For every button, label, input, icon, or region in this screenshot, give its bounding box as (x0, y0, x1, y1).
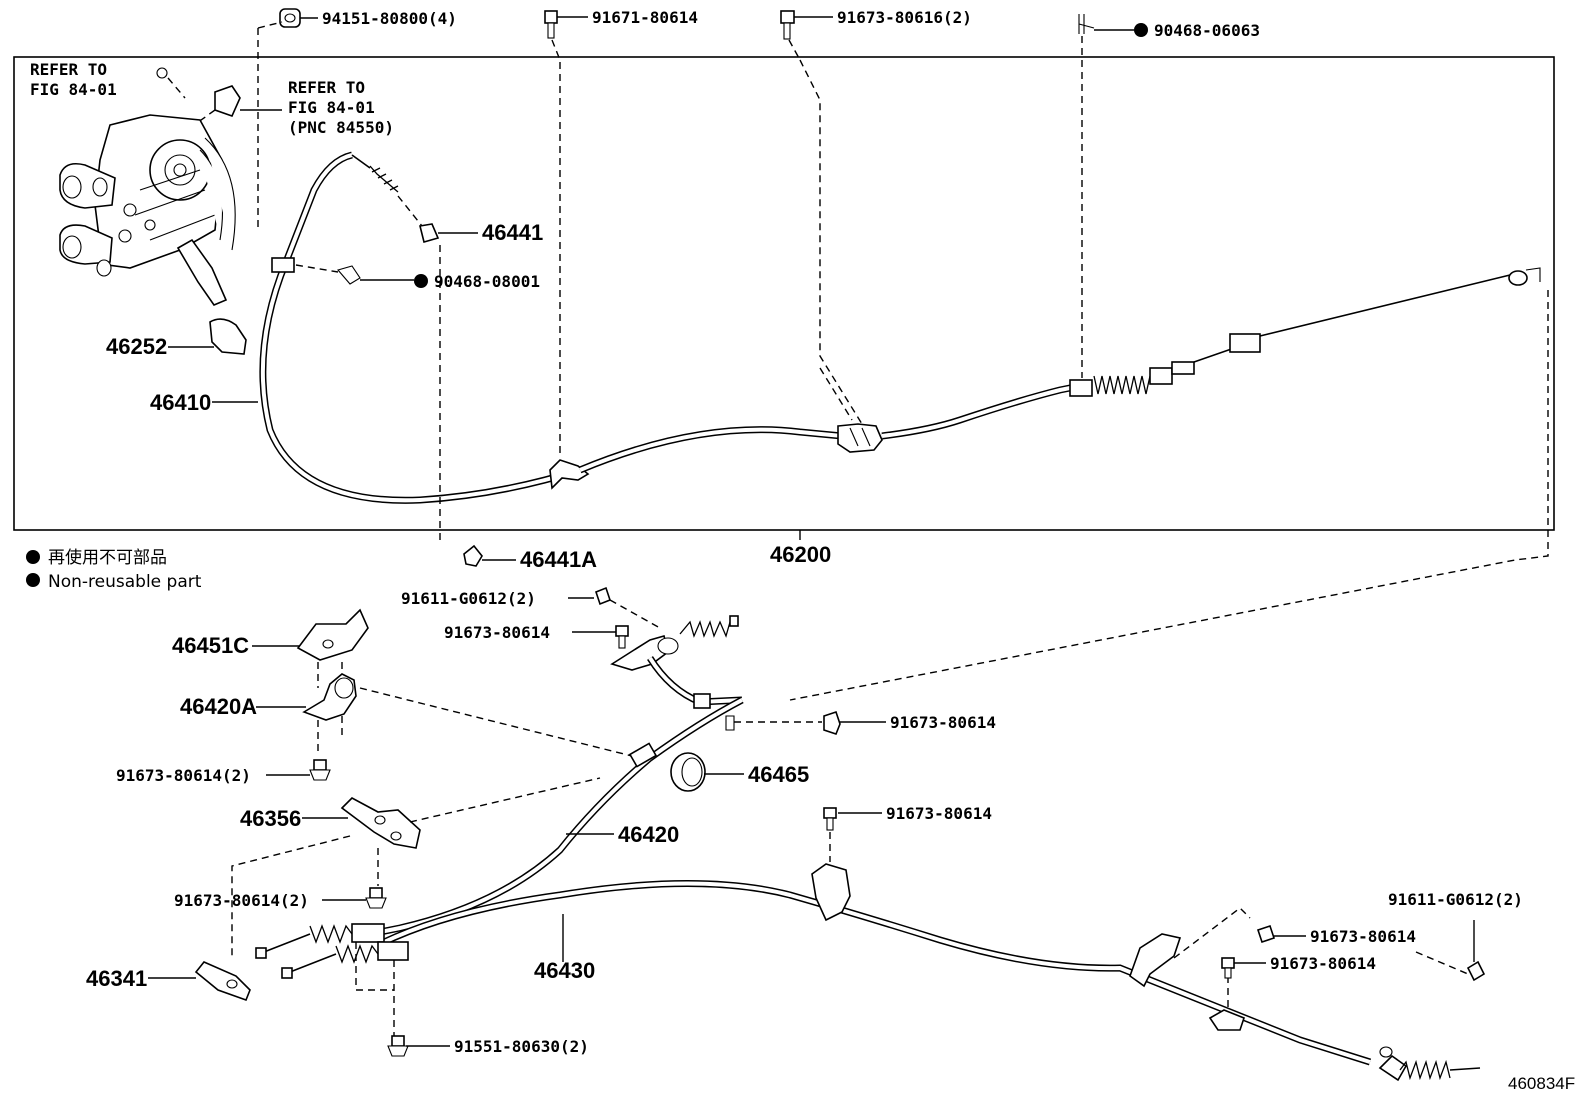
callout-91611-g0612-lower: 91611-G0612(2) (1388, 890, 1523, 909)
assembly-frame (13, 56, 1555, 531)
callout-91611-g0612-upper: 91611-G0612(2) (401, 589, 536, 608)
hardware-bolt-91673-right-upper (823, 710, 886, 735)
intermediate-cable (578, 426, 843, 474)
callout-91673-80614-c: 91673-80614 (886, 804, 992, 823)
cable-bracket-center (811, 863, 851, 922)
part-46441a-clip (463, 544, 516, 567)
callout-91673-80614-2-a: 91673-80614(2) (116, 766, 251, 785)
callout-46451c: 46451C (172, 633, 249, 658)
legend-en-text: Non-reusable part (48, 572, 202, 592)
figure-code: 460834F (1508, 1074, 1575, 1093)
part-46341-bracket (148, 961, 251, 1002)
callout-46420a: 46420A (180, 694, 257, 719)
parking-brake-pedal-assembly (59, 67, 282, 306)
part-46451c-bracket (252, 608, 369, 690)
callout-46200: 46200 (770, 542, 831, 567)
refer-note-2-line-1: REFER TO (288, 78, 365, 97)
hardware-clip-90468-06063 (1078, 14, 1148, 60)
front-cable-46410 (259, 151, 582, 504)
callout-46465: 46465 (748, 762, 809, 787)
callout-91673-80616: 91673-80616(2) (837, 8, 972, 27)
callout-46441: 46441 (482, 220, 543, 245)
refer-note-2-line-2: FIG 84-01 (288, 98, 375, 117)
cable-sleeve (628, 742, 658, 768)
part-90468-08001-clip (295, 264, 428, 288)
callout-91673-80614-b: 91673-80614 (890, 713, 996, 732)
hardware-bolt-91673-left-a (266, 759, 331, 781)
callout-46420: 46420 (618, 822, 679, 847)
cable-adjuster (1069, 267, 1541, 397)
callout-91671-80614: 91671-80614 (592, 8, 698, 27)
hardware-nut-94151 (257, 8, 318, 232)
legend: 再使用不可部品 Non-reusable part (26, 547, 202, 592)
callout-46252: 46252 (106, 334, 167, 359)
callout-91673-80614-e: 91673-80614 (1270, 954, 1376, 973)
legend-bullet-2 (26, 573, 40, 587)
hardware-bolt-91611-upper (595, 586, 661, 629)
cable-end-fittings (255, 923, 409, 1036)
hardware-bolt-91551 (387, 1035, 450, 1057)
callout-46430: 46430 (534, 958, 595, 983)
legend-bullet-1 (26, 550, 40, 564)
callout-90468-06063: 90468-06063 (1154, 21, 1260, 40)
callout-46441a: 46441A (520, 547, 597, 572)
cable-bracket-front (549, 459, 590, 490)
hardware-bolt-91673-right-c (1221, 957, 1266, 979)
callout-91673-80614-2-b: 91673-80614(2) (174, 891, 309, 910)
refer-note-1-line-1: REFER TO (30, 60, 107, 79)
part-46465-ring (670, 752, 744, 792)
equalizer-bracket (837, 423, 883, 453)
hardware-bolt-91673-left-b (322, 887, 387, 909)
callout-46341: 46341 (86, 966, 147, 991)
cable-grommet (271, 257, 295, 273)
hardware-bolt-91673-upper-left (572, 625, 629, 649)
callout-94151-80800: 94151-80800(4) (322, 9, 457, 28)
callout-91673-80614-d: 91673-80614 (1310, 927, 1416, 946)
callout-91673-80614-a: 91673-80614 (444, 623, 550, 642)
part-46252-cover (209, 318, 247, 355)
hardware-bolt-91673-center (823, 807, 882, 862)
callout-91551-80630: 91551-80630(2) (454, 1037, 589, 1056)
part-46441-clip (419, 223, 478, 243)
hardware-bolt-91671 (544, 10, 588, 61)
callout-90468-08001: 90468-08001 (434, 272, 540, 291)
legend-jp-text: 再使用不可部品 (48, 547, 167, 568)
callout-46356: 46356 (240, 806, 301, 831)
refer-note-1-line-2: FIG 84-01 (30, 80, 117, 99)
hardware-bolt-91673 (780, 10, 833, 61)
refer-note-2-line-3: (PNC 84550) (288, 118, 394, 137)
hardware-bolt-91673-right-b (1256, 924, 1306, 944)
callout-46410: 46410 (150, 390, 211, 415)
rear-cable-46430 (378, 880, 1372, 1066)
hardware-bolt-91611-lower (1415, 920, 1486, 982)
part-46356-bracket (231, 777, 601, 960)
part-46420a-clamp (256, 673, 641, 759)
cable-bracket-right (1129, 907, 1481, 1082)
intermediate-lever-bracket (610, 615, 822, 731)
